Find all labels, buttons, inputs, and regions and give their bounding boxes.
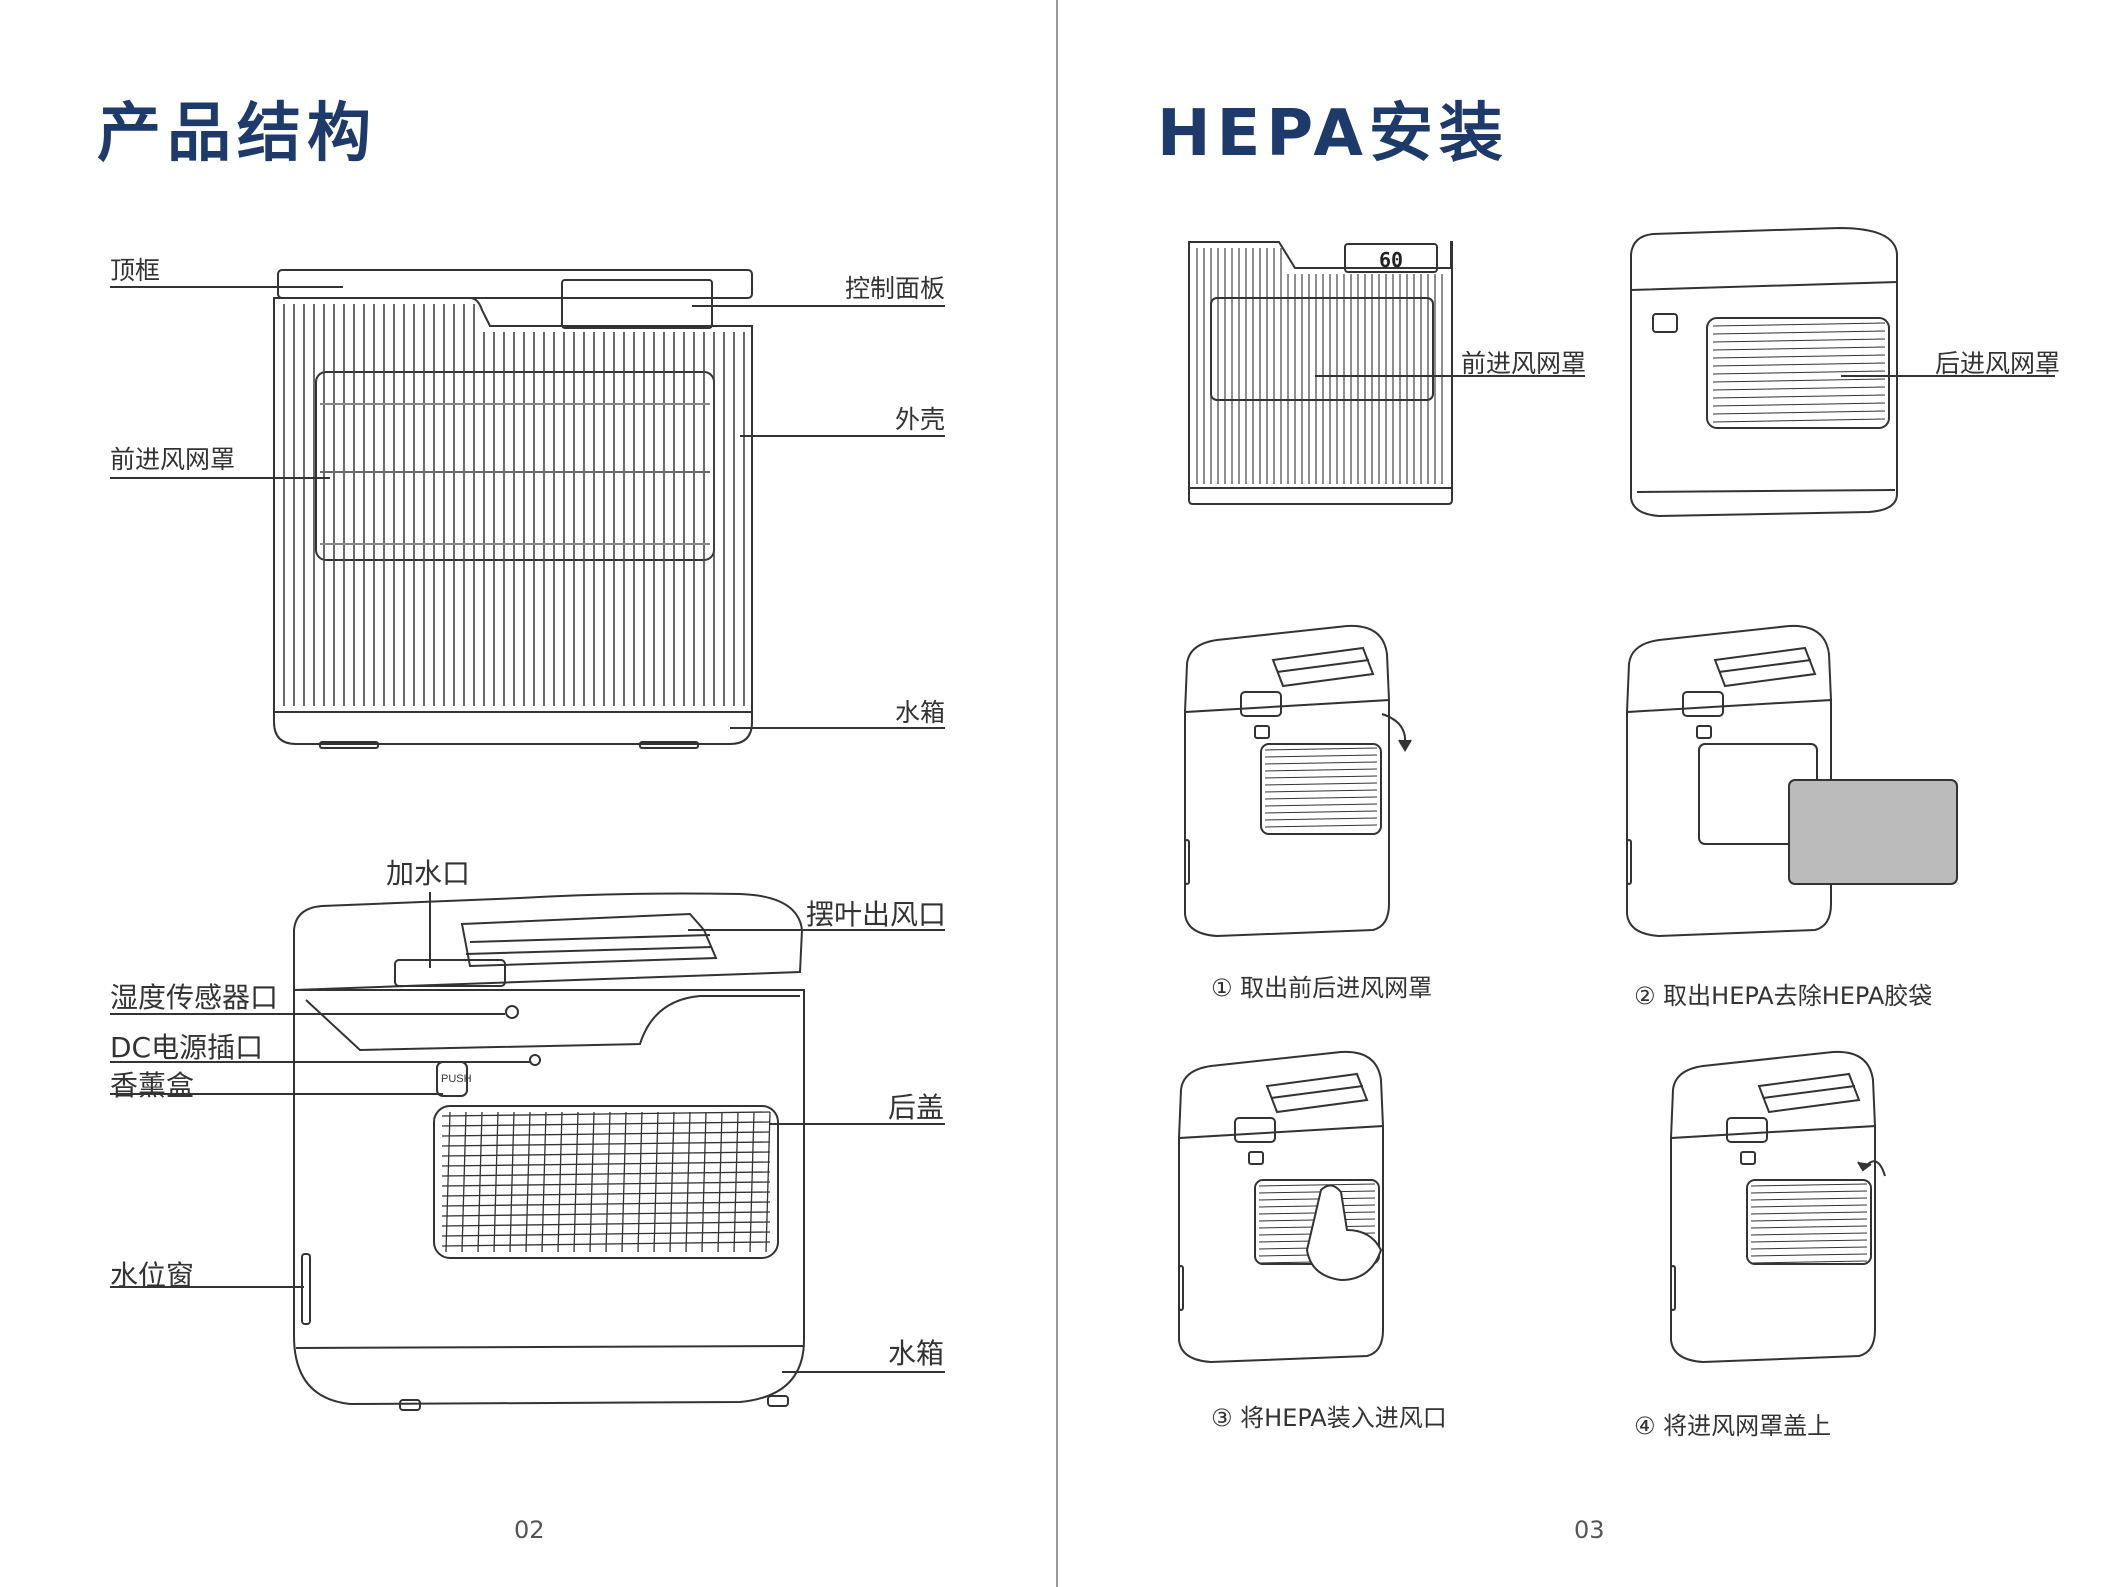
- left-page: 产品结构: [0, 0, 1057, 1587]
- hepa-installation-diagram: 60: [1059, 0, 2117, 1587]
- label-water-inlet: 加水口: [386, 852, 470, 892]
- label-humidity-sensor: 湿度传感器口: [110, 976, 278, 1016]
- label-water-tank-back: 水箱: [888, 1332, 944, 1372]
- control-panel-window: [562, 280, 712, 328]
- swing-outlet: [462, 914, 716, 966]
- label-front-intake-cover: 前进风网罩: [1461, 344, 1586, 380]
- page-spine: [1056, 0, 1058, 1587]
- top-frame: [278, 270, 752, 298]
- back-unit-small: [1631, 228, 1897, 516]
- step2-caption: ② 取出HEPA去除HEPA胶袋: [1634, 976, 1932, 1011]
- right-page: HEPA安装 60: [1059, 0, 2117, 1587]
- page-number: 03: [1574, 1516, 1605, 1544]
- push-text: PUSH: [441, 1073, 472, 1085]
- label-control-panel: 控制面板: [845, 269, 945, 305]
- label-top-frame: 顶框: [110, 251, 160, 287]
- step1-caption: ① 取出前后进风网罩: [1211, 968, 1432, 1003]
- label-aroma-box: 香薰盒: [110, 1064, 194, 1104]
- label-swing-outlet: 摆叶出风口: [806, 893, 946, 933]
- step3-illustration: [1179, 1052, 1383, 1362]
- label-water-tank-front: 水箱: [895, 693, 945, 729]
- label-back-cover: 后盖: [888, 1086, 944, 1126]
- label-water-window: 水位窗: [110, 1254, 194, 1294]
- front-view-unit: [274, 270, 752, 748]
- outer-shell: [274, 298, 752, 744]
- display-value: 60: [1379, 248, 1403, 272]
- top-lid: [294, 894, 802, 991]
- label-back-intake-cover: 后进风网罩: [1935, 344, 2060, 380]
- back-body: [294, 990, 804, 1404]
- step4-caption: ④ 将进风网罩盖上: [1634, 1406, 1831, 1441]
- label-shell: 外壳: [895, 400, 945, 436]
- step4-illustration: [1671, 1052, 1885, 1362]
- humidity-sensor-port: [506, 1006, 518, 1018]
- page-number: 02: [514, 1516, 545, 1544]
- step3-caption: ③ 将HEPA装入进风口: [1211, 1398, 1447, 1433]
- dc-port: [530, 1055, 540, 1065]
- label-dc-port: DC电源插口: [110, 1026, 263, 1066]
- step1-illustration: [1185, 626, 1411, 936]
- step2-illustration: [1627, 626, 1957, 936]
- back-view-unit: [294, 894, 804, 1411]
- front-unit-small: [1189, 242, 1452, 504]
- label-front-intake-cover: 前进风网罩: [110, 440, 235, 476]
- water-window: [302, 1254, 310, 1324]
